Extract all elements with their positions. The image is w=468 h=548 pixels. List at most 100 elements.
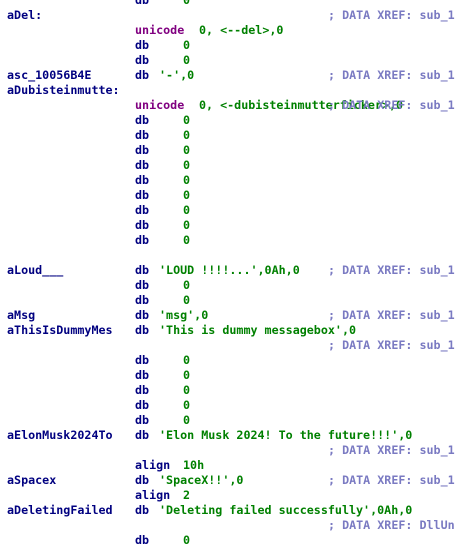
listing-line[interactable]: db 0 bbox=[0, 203, 468, 218]
xref-comment: ; DATA XREF: sub_1 bbox=[328, 263, 455, 277]
mnemonic: db bbox=[135, 128, 150, 142]
mnemonic: db bbox=[135, 143, 150, 157]
address-label[interactable]: aDubisteinmutte: bbox=[7, 83, 120, 97]
listing-line[interactable]: db 0 bbox=[0, 413, 468, 428]
listing-line[interactable]: aDubisteinmutte: bbox=[0, 83, 468, 98]
listing-line[interactable]: ; DATA XREF: sub_1 bbox=[0, 338, 468, 353]
operand: 0, <-dubisteinmutterficker>,0 bbox=[199, 98, 404, 112]
listing-line[interactable]: ; DATA XREF: sub_1 bbox=[0, 443, 468, 458]
listing-line[interactable]: aMsg db 'msg',0 ; DATA XREF: sub_1 bbox=[0, 308, 468, 323]
listing-line[interactable]: db 0 bbox=[0, 368, 468, 383]
listing-line[interactable]: db 0 bbox=[0, 128, 468, 143]
mnemonic: align bbox=[135, 458, 171, 472]
listing-line[interactable]: aElonMusk2024To db 'Elon Musk 2024! To the… bbox=[0, 428, 468, 443]
mnemonic: db bbox=[135, 203, 150, 217]
operand: 0 bbox=[183, 383, 191, 397]
operand: 'msg',0 bbox=[159, 308, 209, 322]
address-label[interactable]: asc_10056B4E bbox=[7, 68, 92, 82]
xref-comment: ; DATA XREF: sub_1 bbox=[328, 68, 455, 82]
mnemonic: db bbox=[135, 173, 150, 187]
operand: 0 bbox=[183, 0, 191, 7]
mnemonic: db bbox=[135, 308, 150, 322]
listing-line[interactable]: align 10h bbox=[0, 458, 468, 473]
mnemonic: db bbox=[135, 353, 150, 367]
address-label[interactable]: aDel: bbox=[7, 8, 43, 22]
listing-line[interactable]: align 2 bbox=[0, 488, 468, 503]
listing-line[interactable]: ; DATA XREF: DllUn bbox=[0, 518, 468, 533]
listing-line[interactable]: db 0 bbox=[0, 158, 468, 173]
mnemonic: db bbox=[135, 368, 150, 382]
mnemonic: db bbox=[135, 383, 150, 397]
mnemonic: db bbox=[135, 188, 150, 202]
operand: 0 bbox=[183, 413, 191, 427]
operand: 0 bbox=[183, 233, 191, 247]
listing-line[interactable]: db 0 bbox=[0, 173, 468, 188]
operand: 0 bbox=[183, 533, 191, 547]
address-label[interactable]: aElonMusk2024To bbox=[7, 428, 113, 442]
listing-line[interactable]: db 0 bbox=[0, 533, 468, 548]
xref-comment: ; DATA XREF: sub_1 bbox=[328, 443, 455, 457]
xref-comment: ; DATA XREF: sub_1 bbox=[328, 8, 455, 22]
operand: 0 bbox=[183, 398, 191, 412]
mnemonic: db bbox=[135, 113, 150, 127]
mnemonic: db bbox=[135, 413, 150, 427]
mnemonic: align bbox=[135, 488, 171, 502]
operand: 10h bbox=[183, 458, 205, 472]
operand: 0, <--del>,0 bbox=[199, 23, 284, 37]
listing-line[interactable]: db 0 bbox=[0, 0, 468, 8]
address-label[interactable]: aLoud___ bbox=[7, 263, 64, 277]
operand: 0 bbox=[183, 128, 191, 142]
mnemonic: db bbox=[135, 533, 150, 547]
operand: 0 bbox=[183, 38, 191, 52]
listing-line[interactable]: db 0 bbox=[0, 233, 468, 248]
listing-line[interactable]: aDel: ; DATA XREF: sub_1 bbox=[0, 8, 468, 23]
mnemonic: db bbox=[135, 233, 150, 247]
listing-line[interactable] bbox=[0, 248, 468, 263]
mnemonic: db bbox=[135, 428, 150, 442]
xref-comment: ; DATA XREF: sub_1 bbox=[328, 98, 455, 112]
xref-comment: ; DATA XREF: sub_1 bbox=[328, 338, 455, 352]
address-label[interactable]: aSpacex bbox=[7, 473, 57, 487]
operand: 0 bbox=[183, 293, 191, 307]
xref-comment: ; DATA XREF: sub_1 bbox=[328, 473, 455, 487]
mnemonic: db bbox=[135, 263, 150, 277]
operand: 'Elon Musk 2024! To the future!!!',0 bbox=[159, 428, 413, 442]
mnemonic: db bbox=[135, 323, 150, 337]
listing-line[interactable]: aLoud___ db 'LOUD !!!!...',0Ah,0 ; DATA XRE… bbox=[0, 263, 468, 278]
operand: '-',0 bbox=[159, 68, 195, 82]
mnemonic: db bbox=[135, 0, 150, 7]
mnemonic: db bbox=[135, 68, 150, 82]
listing-line[interactable]: db 0 bbox=[0, 383, 468, 398]
operand: 0 bbox=[183, 203, 191, 217]
operand: 0 bbox=[183, 158, 191, 172]
address-label[interactable]: aThisIsDummyMes bbox=[7, 323, 113, 337]
operand: 'LOUD !!!!...',0Ah,0 bbox=[159, 263, 300, 277]
mnemonic: db bbox=[135, 53, 150, 67]
xref-comment: ; DATA XREF: DllUn bbox=[328, 518, 455, 532]
operand: 0 bbox=[183, 173, 191, 187]
listing-line[interactable]: asc_10056B4E db '-',0 ; DATA XREF: sub_1 bbox=[0, 68, 468, 83]
mnemonic: db bbox=[135, 278, 150, 292]
address-label[interactable]: aMsg bbox=[7, 308, 36, 322]
address-label[interactable]: aDeletingFailed bbox=[7, 503, 113, 517]
mnemonic: db bbox=[135, 158, 150, 172]
operand: 2 bbox=[183, 488, 191, 502]
operand: 0 bbox=[183, 368, 191, 382]
xref-comment: ; DATA XREF: sub_1 bbox=[328, 308, 455, 322]
